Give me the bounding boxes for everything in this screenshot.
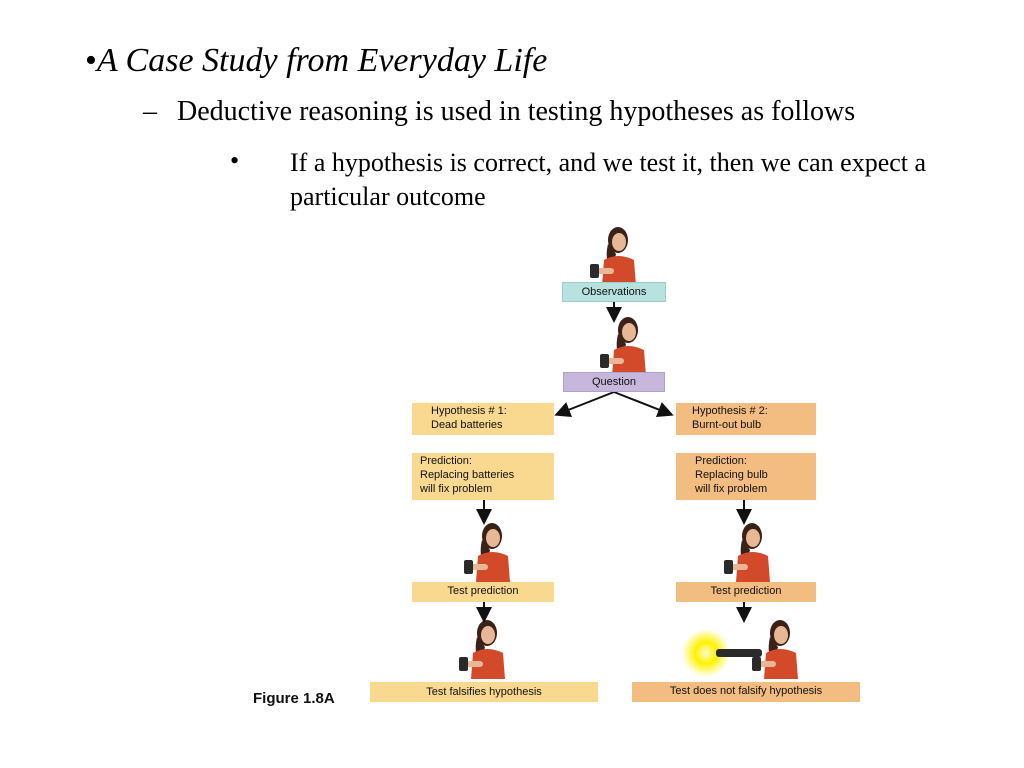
test-prediction-left-box: Test prediction <box>412 582 554 602</box>
hypothesis-1-text: Dead batteries <box>431 419 503 431</box>
flow-arrows <box>476 302 752 623</box>
person-testing-bulb-icon <box>724 523 770 582</box>
sub-subpoint-text: If a hypothesis is correct, and we test … <box>290 148 927 211</box>
prediction-2-box: Prediction: Replacing bulb will fix prob… <box>676 453 816 500</box>
question-box: Question <box>563 372 665 392</box>
result-right-box: Test does not falsify hypothesis <box>632 682 860 702</box>
bullet-marker: • <box>85 42 97 79</box>
observations-box: Observations <box>562 282 666 302</box>
subpoint-text: Deductive reasoning is used in testing h… <box>177 96 856 127</box>
person-observing-icon <box>590 227 636 286</box>
prediction-2-title: Prediction: <box>695 455 747 467</box>
person-lit-flashlight-icon <box>682 620 798 679</box>
test-prediction-right-box: Test prediction <box>676 582 816 602</box>
hypothesis-2-box: Hypothesis # 2: Burnt-out bulb <box>676 403 816 435</box>
prediction-1-box: Prediction: Replacing batteries will fix… <box>412 453 554 500</box>
prediction-2-line-2: will fix problem <box>695 483 768 495</box>
prediction-2-line-1: Replacing bulb <box>695 469 768 481</box>
slide-heading: •A Case Study from Everyday Life <box>85 42 547 80</box>
prediction-1-title: Prediction: <box>420 455 472 467</box>
person-dark-flashlight-icon <box>459 620 505 679</box>
figure-caption: Figure 1.8A <box>253 690 335 707</box>
result-left-box: Test falsifies hypothesis <box>370 682 598 702</box>
subpoint: –Deductive reasoning is used in testing … <box>143 96 855 128</box>
person-questioning-icon <box>600 317 646 376</box>
hypothesis-1-box: Hypothesis # 1: Dead batteries <box>412 403 554 435</box>
dash-marker: – <box>143 96 157 127</box>
prediction-1-line-2: will fix problem <box>420 483 493 495</box>
prediction-1-line-1: Replacing batteries <box>420 469 515 481</box>
person-testing-batteries-icon <box>464 523 510 582</box>
hypothesis-2-title: Hypothesis # 2: <box>692 405 768 417</box>
hypothesis-2-text: Burnt-out bulb <box>692 419 762 431</box>
hypothesis-1-title: Hypothesis # 1: <box>431 405 507 417</box>
sub-bullet-marker: • <box>230 146 240 175</box>
heading-text: A Case Study from Everyday Life <box>96 42 548 79</box>
